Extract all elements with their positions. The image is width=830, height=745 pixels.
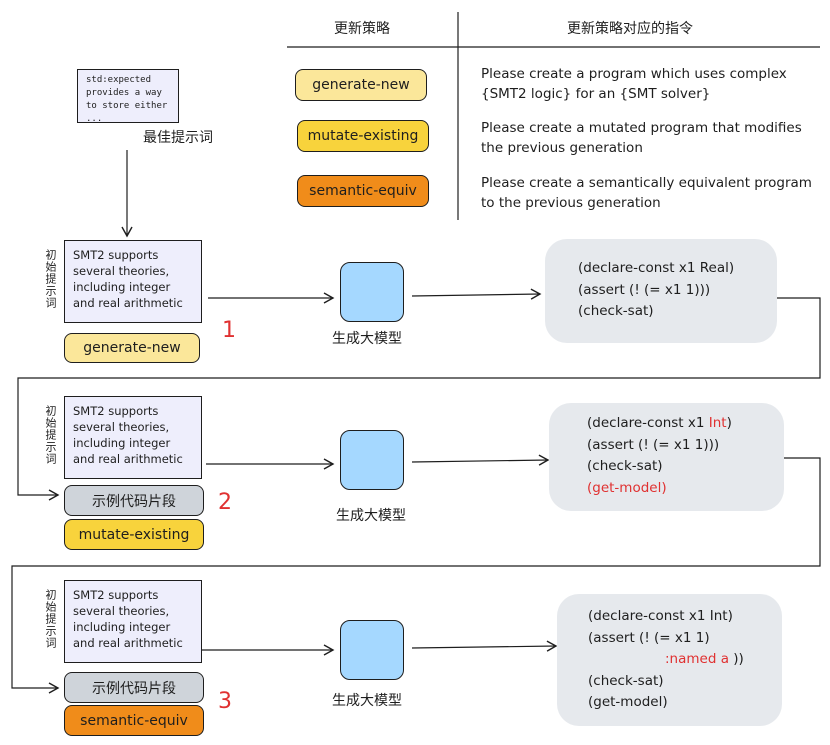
- step2-snippet-pill: 示例代码片段: [64, 485, 204, 516]
- step1-strategy-pill: generate-new: [64, 333, 200, 363]
- code-block-1: (declare-const x1 Real) (assert (! (= x1…: [545, 239, 777, 343]
- code-line: :named a )): [665, 651, 744, 667]
- llm-box-2: [340, 430, 404, 490]
- step3-strategy-pill: semantic-equiv: [64, 705, 204, 736]
- initial-prompt-box-3: SMT2 supports several theories, includin…: [64, 580, 202, 663]
- code-block-3: (declare-const x1 Int) (assert (! (= x1 …: [557, 594, 782, 726]
- llm-label-3: 生成大模型: [332, 693, 402, 709]
- code-line: (get-model): [588, 694, 668, 710]
- instruction-semantic-equiv: Please create a semantically equivalent …: [481, 175, 812, 211]
- code-highlight: :named a: [665, 651, 729, 667]
- code-line: (check-sat): [578, 303, 654, 319]
- step3-number: 3: [218, 689, 232, 714]
- llm-box-1: [340, 262, 404, 322]
- initial-prompt-box-1: SMT2 supports several theories, includin…: [64, 240, 202, 323]
- llm-label-2: 生成大模型: [336, 508, 406, 524]
- code-highlight: Int: [708, 415, 727, 431]
- instruction-generate-new: Please create a program which uses compl…: [481, 66, 787, 102]
- llm-label-1: 生成大模型: [332, 331, 402, 347]
- strategy-mutate-existing-pill: mutate-existing: [297, 120, 429, 152]
- code-line: (declare-const x1 Int): [587, 415, 732, 431]
- step2-strategy-pill: mutate-existing: [64, 519, 204, 550]
- instruction-mutate-existing: Please create a mutated program that mod…: [481, 120, 802, 156]
- code-line: (declare-const x1 Int): [588, 608, 733, 624]
- code-line: (assert (! (= x1 1))): [587, 436, 720, 453]
- table-header-strategy: 更新策略: [334, 21, 390, 37]
- strategy-semantic-equiv-pill: semantic-equiv: [297, 175, 429, 207]
- code-line: (check-sat): [588, 672, 664, 689]
- initial-prompt-label-1: 初始提示词: [44, 249, 57, 309]
- initial-prompt-label-2: 初始提示词: [44, 405, 57, 465]
- best-prompt-box: std:expected provides a way to store eit…: [77, 69, 179, 124]
- step2-number: 2: [218, 490, 232, 515]
- code-line: (assert (! (= x1 1))): [578, 281, 711, 298]
- code-line-highlight: (get-model): [587, 479, 667, 496]
- llm-box-3: [340, 620, 404, 680]
- code-block-2: (declare-const x1 Int) (assert (! (= x1 …: [549, 403, 784, 511]
- step1-number: 1: [222, 318, 236, 343]
- initial-prompt-box-2: SMT2 supports several theories, includin…: [64, 396, 202, 479]
- best-prompt-label: 最佳提示词: [143, 130, 213, 146]
- table-header-instruction: 更新策略对应的指令: [567, 21, 693, 37]
- strategy-generate-new-pill: generate-new: [295, 69, 427, 101]
- code-line: (check-sat): [587, 458, 663, 474]
- code-line: (declare-const x1 Real): [578, 260, 735, 276]
- initial-prompt-label-3: 初始提示词: [44, 589, 57, 649]
- step3-snippet-pill: 示例代码片段: [64, 672, 204, 703]
- code-line: (assert (! (= x1 1): [588, 629, 710, 646]
